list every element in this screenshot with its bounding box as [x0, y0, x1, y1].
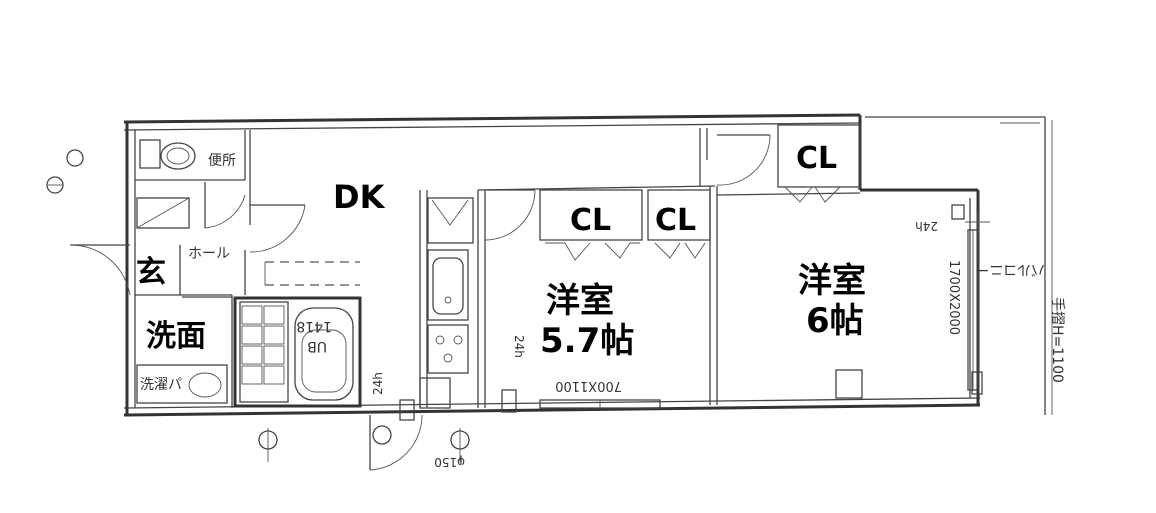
room-yoshitsu2-label: 洋室: [798, 261, 866, 301]
vent-24h-room1-label: 24h: [512, 335, 526, 358]
windows: [539, 229, 979, 409]
washer-label: 洗濯パ: [140, 377, 182, 393]
unit-bath: [233, 261, 362, 408]
ub-labels: UB 1418: [296, 318, 332, 354]
annotations: 便所 ホール 洗濯パ φ150 700X1100 24h 24h 24h 170…: [140, 153, 1065, 469]
room-genkan-label: 玄: [136, 255, 166, 290]
swing-doors: [69, 134, 771, 471]
duct-size-label: φ150: [434, 455, 465, 469]
symbols: [46, 149, 990, 462]
ub-size-label: 1418: [296, 318, 332, 334]
room-cl-mid2-label: CL: [655, 203, 696, 238]
balcony-label: バルコニー: [975, 261, 1045, 277]
room-senmen-label: 洗面: [146, 319, 206, 354]
room-yoshitsu2-size: 6帖: [806, 301, 864, 341]
washer-area: [136, 364, 228, 404]
toilet-fixture: [139, 139, 196, 170]
room-cl-top-label: CL: [796, 141, 837, 176]
room-labels: DK 玄 洗面 洋室 5.7帖 洋室 6帖 CL CL CL: [136, 141, 866, 361]
balcony: [865, 116, 1053, 415]
vent-24h-room2-label: 24h: [915, 219, 938, 233]
handrail-label: 手摺H=1100: [1049, 297, 1065, 383]
window-room1-label: 700X1100: [555, 378, 622, 393]
room-cl-mid1-label: CL: [570, 203, 611, 238]
room-dk-label: DK: [333, 178, 386, 216]
toilet-label: 便所: [208, 153, 236, 169]
partitions: [135, 124, 861, 408]
room-yoshitsu1-label: 洋室: [546, 281, 614, 321]
ub-label: UB: [307, 338, 327, 354]
window-room2-label: 1700X2000: [946, 260, 961, 335]
kitchen-fixtures: [419, 197, 474, 409]
hall-label: ホール: [188, 246, 230, 262]
room-yoshitsu1-size: 5.7帖: [540, 321, 634, 361]
vent-24h-entry-label: 24h: [371, 372, 385, 395]
closet-doors: [545, 186, 841, 261]
